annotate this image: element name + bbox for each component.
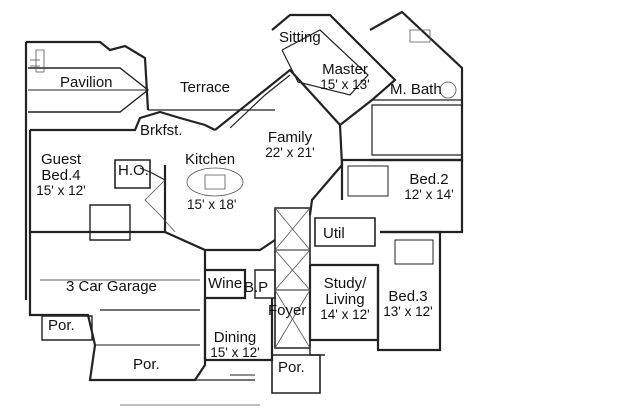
family-label-group: Family 22' x 21' bbox=[255, 130, 325, 160]
guest-size: 15' x 12' bbox=[36, 182, 86, 198]
brkfst-label: Brkfst. bbox=[140, 122, 183, 139]
util-label: Util bbox=[323, 225, 345, 242]
kitchen-label: Kitchen bbox=[185, 151, 236, 168]
kitchen-size: 15' x 18' bbox=[187, 197, 237, 212]
foyer-label: Foyer bbox=[268, 302, 307, 319]
guest-wing-wall bbox=[30, 112, 215, 130]
wine-walls bbox=[205, 270, 245, 298]
study-label-group: Study/ Living 14' x 12' bbox=[310, 276, 380, 322]
guest-label-1: Guest bbox=[40, 151, 82, 168]
bed2-label: Bed.2 bbox=[409, 171, 449, 188]
por-front-label: Por. bbox=[278, 359, 305, 376]
study-size: 14' x 12' bbox=[320, 306, 370, 322]
util-room bbox=[315, 218, 375, 246]
garage-label: 3 Car Garage bbox=[66, 278, 157, 295]
terrace-edge bbox=[230, 75, 290, 128]
master-label: Master bbox=[322, 61, 368, 78]
dining-label-group: Dining 15' x 12' bbox=[200, 330, 270, 360]
bed3-label-group: Bed.3 13' x 12' bbox=[373, 289, 443, 319]
guest-label-group: Guest Bed.4 15' x 12' bbox=[28, 152, 94, 198]
bed2-label-group: Bed.2 12' x 14' bbox=[393, 172, 465, 202]
family-size: 22' x 21' bbox=[265, 144, 315, 160]
terrace-label: Terrace bbox=[180, 79, 231, 96]
mbath-label: M. Bath bbox=[390, 81, 442, 98]
study-label-2: Living bbox=[325, 290, 365, 308]
family-walls bbox=[215, 70, 342, 215]
dining-size: 15' x 12' bbox=[210, 344, 260, 360]
bed2-size: 12' x 14' bbox=[404, 186, 454, 202]
ho-label: H.O. bbox=[118, 162, 149, 179]
por-left-label: Por. bbox=[48, 317, 75, 334]
left-porch bbox=[42, 316, 92, 340]
master-walls bbox=[272, 15, 395, 125]
dining-label: Dining bbox=[213, 329, 257, 346]
foyer-column bbox=[275, 208, 310, 348]
por-bottom-label: Por. bbox=[133, 356, 160, 373]
guest-label-2: Bed.4 bbox=[41, 166, 81, 184]
front-porch bbox=[272, 355, 320, 393]
wine-label: Wine bbox=[208, 275, 243, 292]
master-size: 15' x 13' bbox=[320, 76, 370, 92]
sitting-label: Sitting bbox=[279, 29, 321, 46]
dining-walls bbox=[205, 298, 272, 360]
pavilion-label: Pavilion bbox=[60, 74, 113, 91]
bp-label: B.P bbox=[244, 279, 269, 296]
study-label-1: Study/ bbox=[323, 275, 367, 292]
bed3-size: 13' x 12' bbox=[383, 303, 433, 319]
family-label: Family bbox=[267, 129, 313, 146]
bed3-label: Bed.3 bbox=[388, 288, 428, 305]
garage-walls bbox=[30, 232, 205, 380]
master-label-group: Master 15' x 13' bbox=[310, 62, 380, 92]
ho-room bbox=[115, 160, 150, 188]
terrace-outline bbox=[26, 42, 148, 110]
